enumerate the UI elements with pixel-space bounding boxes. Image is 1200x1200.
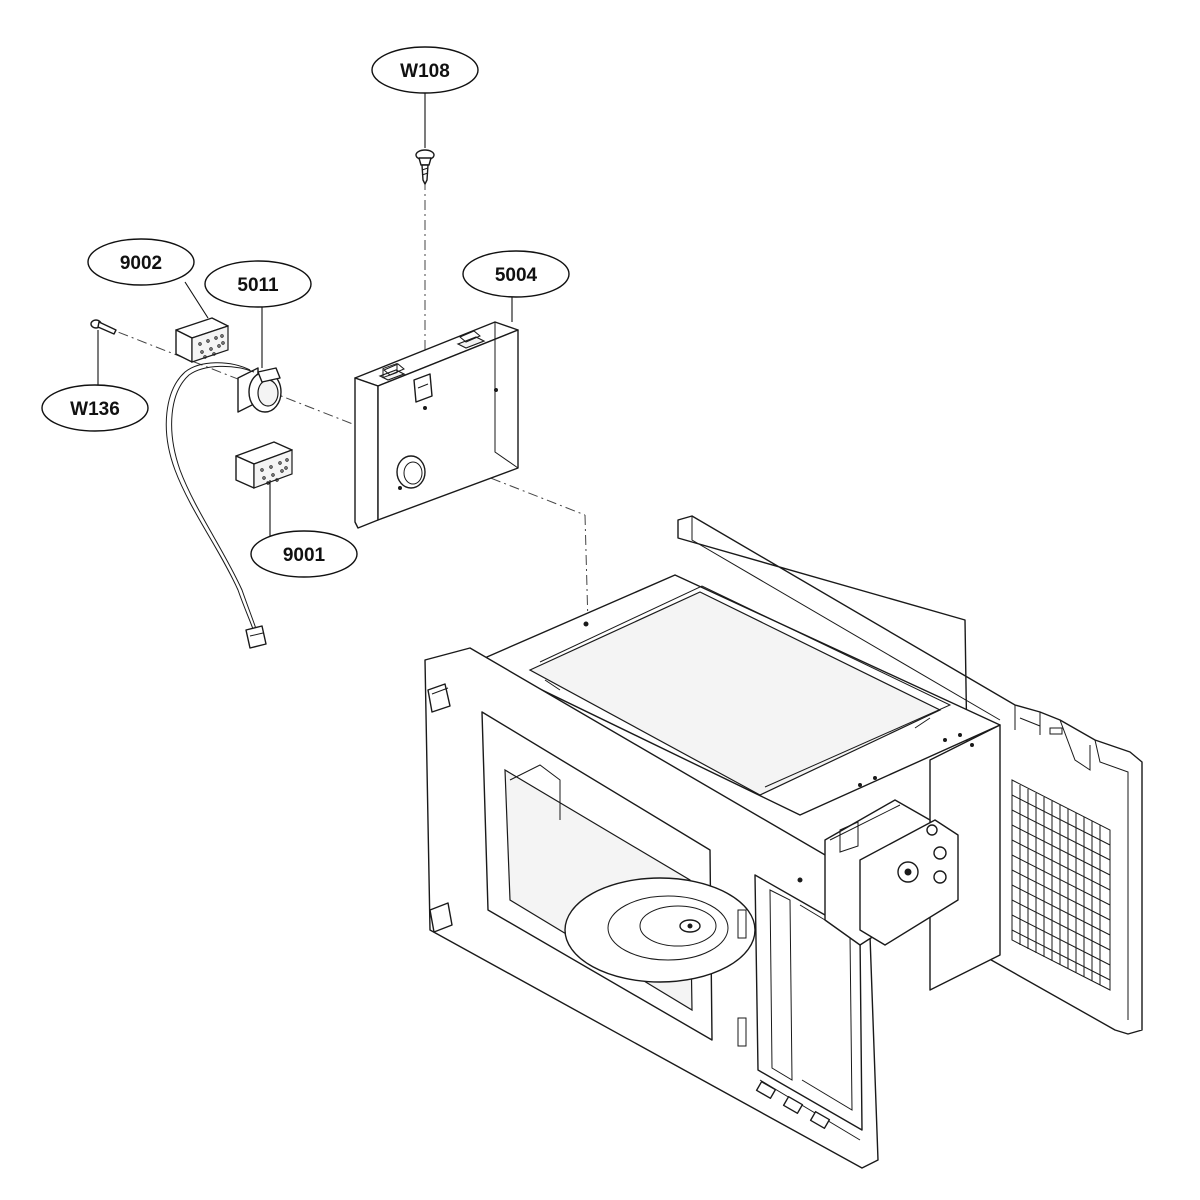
callout-9001: 9001 [250,530,358,578]
callout-5004-label: 5004 [495,265,538,286]
callout-5004: 5004 [462,250,570,298]
callout-leaders [97,92,513,538]
callout-9002-label: 9002 [120,253,162,274]
vent-grille [1011,779,1111,991]
screw-w108 [415,149,435,185]
callout-9001-label: 9001 [283,545,326,566]
part-5011-lamp-assembly [165,362,282,649]
part-5004-bracket [354,321,519,529]
callout-w108-label: W108 [400,61,450,82]
turntable [564,877,756,983]
microwave-cavity-chassis [424,515,1143,1169]
part-9001-block [235,441,293,489]
part-9002-block [175,317,229,363]
screw-w136 [90,319,117,335]
callout-5011: 5011 [204,260,312,308]
callout-w136-label: W136 [70,399,120,420]
callout-w108: W108 [371,46,479,94]
callout-5011-label: 5011 [237,275,279,296]
callout-9002: 9002 [87,238,195,286]
callout-w136: W136 [41,384,149,432]
magnetron [824,799,959,946]
